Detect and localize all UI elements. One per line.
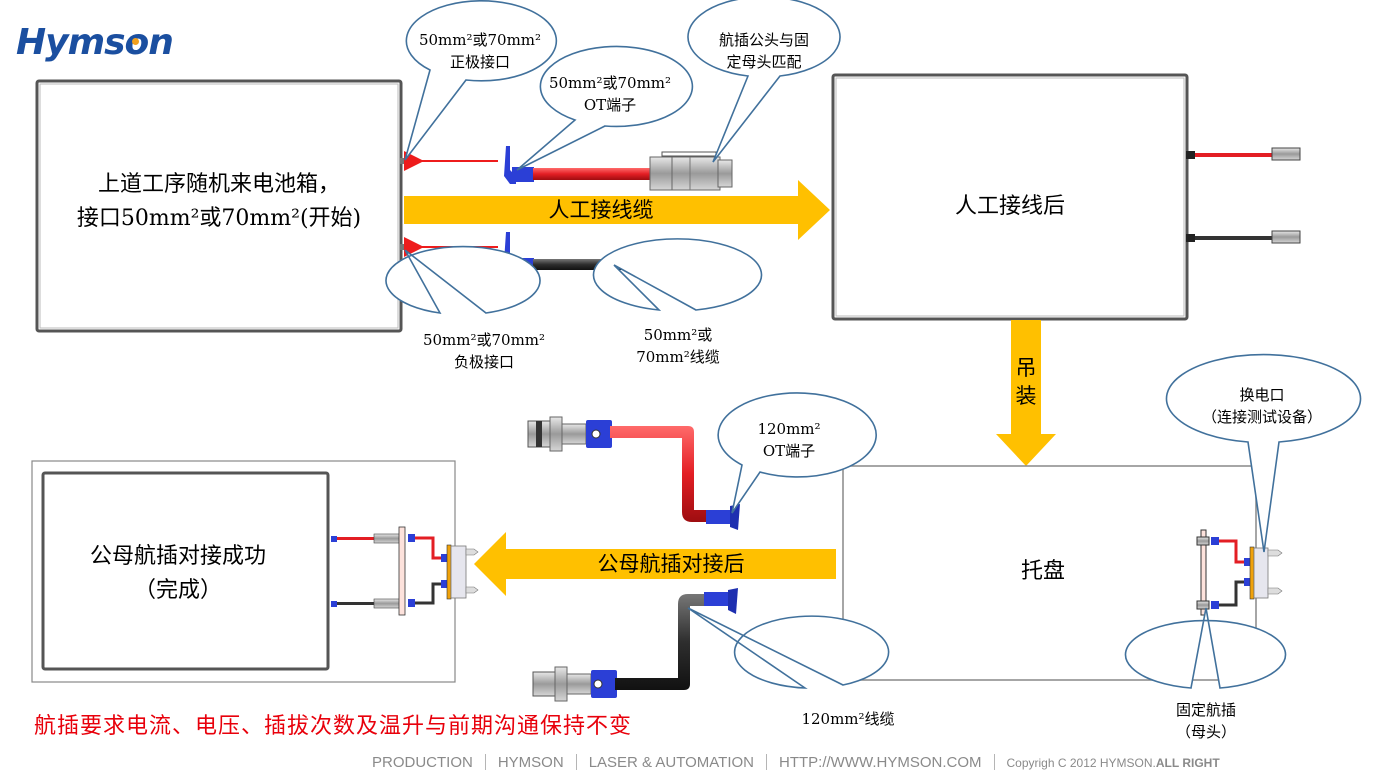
- after-wiring-label: 人工接线后: [954, 194, 1065, 219]
- requirement-note: 航插要求电流、电压、插拔次数及温升与前期沟通保持不变: [34, 714, 633, 739]
- hoisting-char-1: 吊: [1015, 356, 1037, 380]
- footer-divider: [766, 754, 768, 770]
- hoisting-label: 吊 装: [1011, 354, 1041, 410]
- callout-cable-120-text: 120mm²线缆: [801, 710, 895, 728]
- after-mating-arrow: [474, 532, 836, 596]
- hoisting-arrow: [996, 320, 1056, 466]
- hymson-logo: Hymson: [16, 22, 174, 63]
- tray-label: 托盘: [1020, 559, 1065, 584]
- start-box-line1: 上道工序随机来电池箱，: [97, 172, 340, 197]
- logo-o: o: [125, 22, 150, 63]
- logo-text-end: n: [148, 22, 174, 63]
- callout-positive-port: [404, 0, 558, 161]
- callout-ot-terminal-120: [717, 392, 877, 514]
- footer-production: PRODUCTION: [372, 754, 473, 771]
- start-box-line2: 接口50mm²或70mm²(开始): [76, 206, 362, 231]
- callout-swap-port-text: 换电口（连接测试设备）: [1201, 386, 1322, 426]
- callout-cable-120: [687, 607, 890, 689]
- footer-laser-automation: LASER & AUTOMATION: [588, 754, 755, 771]
- done-box-label: 公母航插对接成功 （完成）: [43, 540, 313, 608]
- callout-plug-match-text: 航插公头与固定母头匹配: [718, 31, 809, 71]
- hoisting-char-2: 装: [1015, 384, 1037, 408]
- footer-divider: [575, 754, 577, 770]
- footer-hymson: HYMSON: [497, 754, 564, 771]
- logo-text: Hyms: [16, 22, 126, 63]
- start-box-label: 上道工序随机来电池箱， 接口50mm²或70mm²(开始): [40, 168, 398, 236]
- red-cable-120: [527, 416, 740, 530]
- logo-dot: [131, 38, 139, 45]
- done-box-line2: （完成）: [133, 578, 222, 603]
- after-mating-label: 公母航插对接后: [597, 552, 745, 576]
- tray-box: [842, 465, 1283, 681]
- negative-port: [400, 244, 410, 250]
- footer: PRODUCTION HYMSON LASER & AUTOMATION HTTP:/…: [372, 754, 1220, 771]
- footer-website-link[interactable]: HTTP://WWW.HYMSON.COM: [779, 754, 982, 771]
- done-box-line1: 公母航插对接成功: [89, 544, 266, 569]
- callout-ot-terminal-small: [516, 45, 694, 171]
- callout-negative-port: [385, 245, 541, 315]
- red-cable-50-70: [504, 146, 733, 191]
- callout-fixed-plug-text: 固定航插（母头）: [1175, 701, 1236, 741]
- black-cable-120: [532, 588, 738, 702]
- done-box: [31, 460, 479, 683]
- manual-wiring-label: 人工接线缆: [548, 198, 654, 222]
- footer-copyright: Copyrigh C 2012 HYMSON.ALL RIGHT: [1006, 756, 1220, 770]
- callout-fixed-plug: [1124, 607, 1287, 689]
- footer-divider: [484, 754, 486, 770]
- after-wiring-box: [831, 73, 1301, 321]
- callout-cable-small: [592, 238, 763, 312]
- manual-wiring-arrow: [404, 180, 830, 240]
- callout-swap-port: [1165, 353, 1362, 553]
- footer-divider: [993, 754, 995, 770]
- callout-plug-match: [687, 0, 841, 163]
